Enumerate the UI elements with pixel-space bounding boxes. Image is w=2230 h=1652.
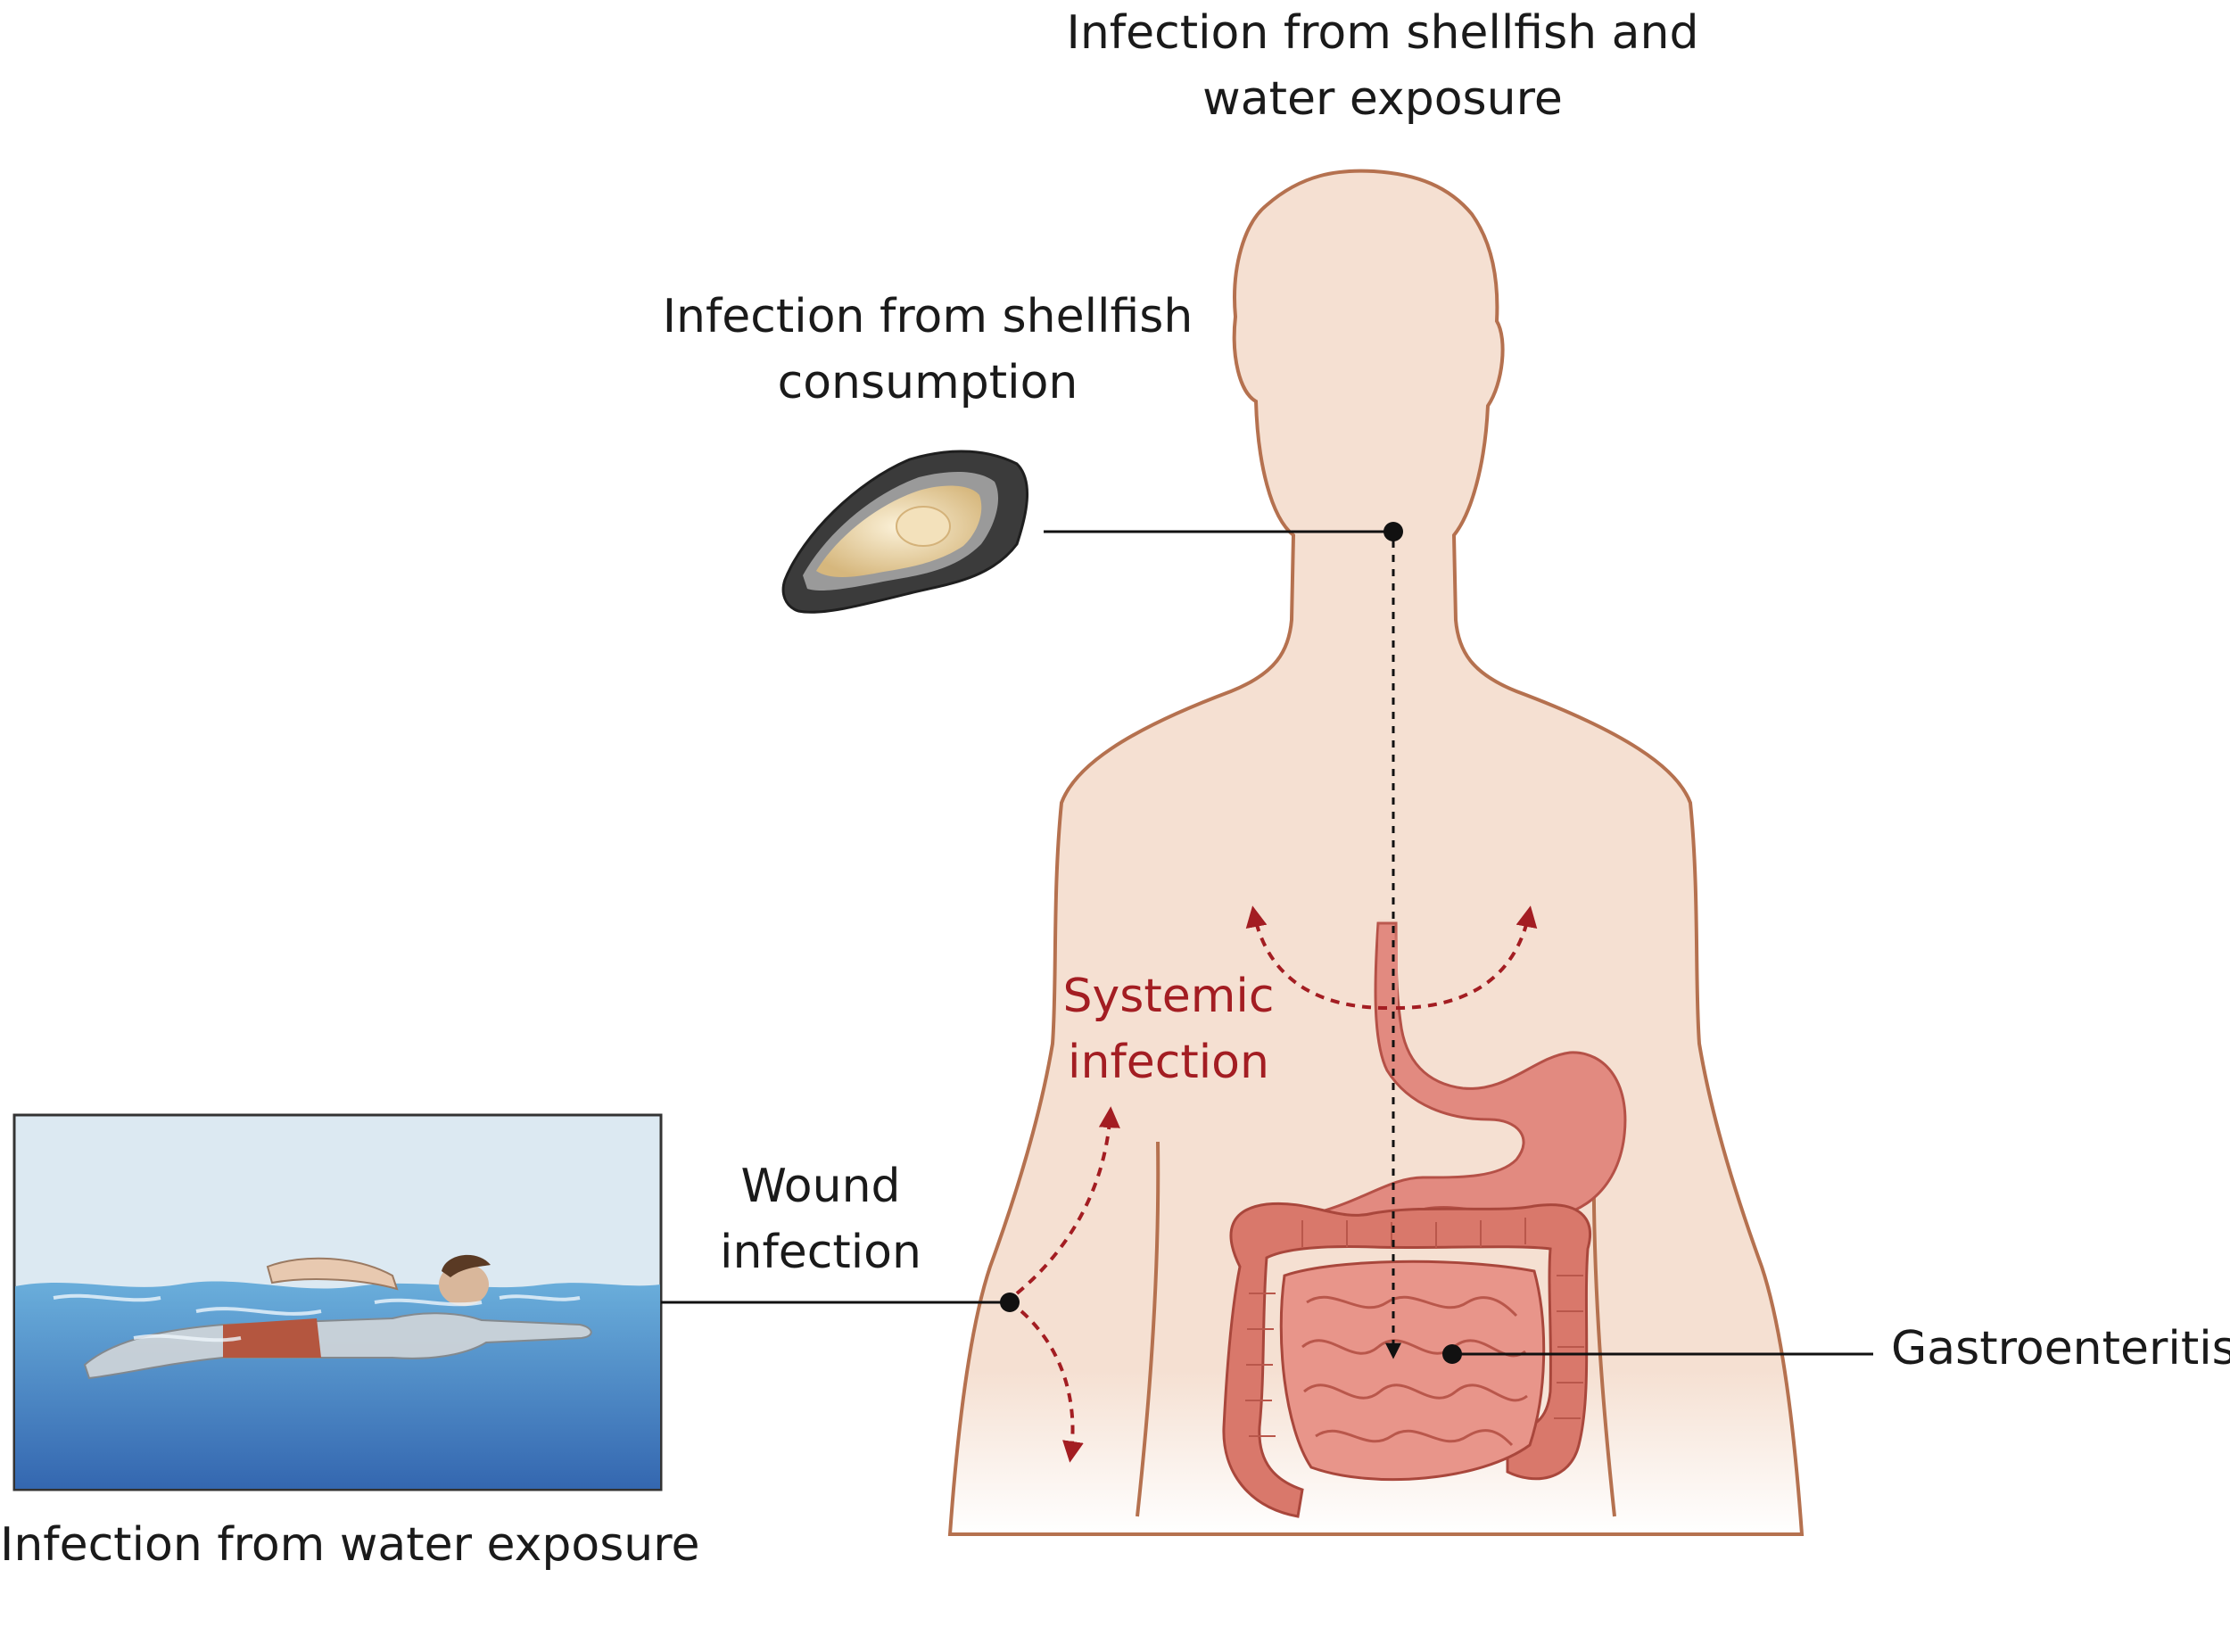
label-systemic-line1: Systemic [1062,970,1275,1023]
wound-arrow-down [1020,1309,1084,1463]
swimmer-icon [83,1254,592,1380]
wound-arrow-up [1015,1106,1120,1295]
label-shellfish-line1: Infection from shellfish [662,290,1193,343]
intestines-icon [1222,1202,1591,1518]
oyster-icon [781,450,1028,614]
label-water: Infection from water exposure [0,1518,700,1572]
systemic-arrow-right [1395,905,1538,1010]
left-arm-line [1136,1141,1160,1517]
label-wound-line2: infection [720,1226,921,1279]
systemic-arrow-left [1245,905,1388,1010]
label-wound: Wound infection [696,1153,946,1285]
label-top-line1: Infection from shellfish and [1066,6,1699,60]
label-top: Infection from shellfish and water expos… [1017,0,1748,132]
label-systemic: Systemic infection [1039,963,1298,1095]
label-shellfish-line2: consumption [777,356,1078,409]
label-systemic-line2: infection [1068,1036,1269,1089]
label-wound-line1: Wound [740,1160,901,1213]
entry-point-wound [1000,1293,1020,1312]
gut-point [1442,1344,1462,1364]
label-shellfish: Infection from shellfish consumption [633,284,1222,416]
swimmer-scene [12,1113,663,1491]
label-gastro: Gastroenteritis [1891,1322,2230,1375]
entry-point-mouth [1383,522,1403,541]
label-top-line2: water exposure [1202,72,1563,126]
